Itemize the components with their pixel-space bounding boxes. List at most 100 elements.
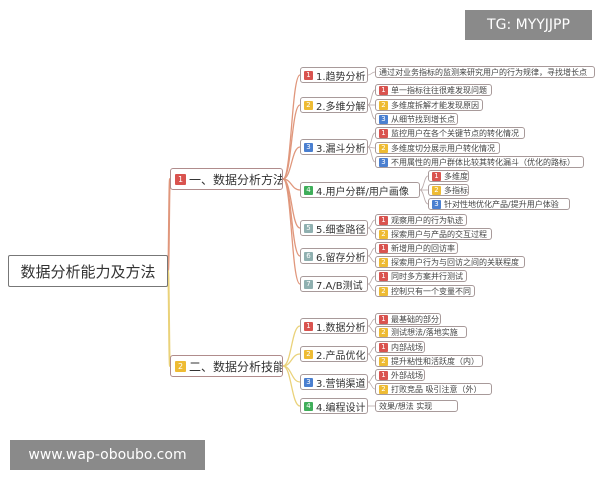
node-label: 多指标 bbox=[444, 185, 468, 195]
connector-line bbox=[282, 104, 301, 180]
number-badge-icon: 2 bbox=[379, 100, 388, 110]
connector-line bbox=[367, 219, 376, 229]
number-badge-icon: 2 bbox=[304, 100, 313, 110]
node-label: 多维度 bbox=[444, 171, 468, 181]
connector-line bbox=[282, 365, 301, 407]
node-label: 2.多维分解 bbox=[316, 101, 366, 113]
node-label: 监控用户在各个关键节点的转化情况 bbox=[391, 128, 519, 138]
number-badge-icon: 1 bbox=[379, 370, 388, 380]
node-label: 7.A/B测试 bbox=[316, 280, 363, 292]
node-label: 5.细查路径 bbox=[316, 224, 366, 236]
node-label: 提升粘性和活跃度（内） bbox=[391, 356, 479, 366]
node-label: 同时多方案并行测试 bbox=[391, 271, 463, 281]
node-label: 控制只有一个变量不同 bbox=[391, 286, 471, 296]
number-badge-icon: 7 bbox=[304, 279, 313, 289]
leaf-node[interactable]: 效果/想法 实现 bbox=[375, 400, 459, 412]
connector-line bbox=[367, 89, 376, 106]
number-badge-icon: 6 bbox=[304, 251, 313, 261]
node-label: 2.产品优化 bbox=[316, 350, 366, 362]
watermark-bottom: www.wap-oboubo.com bbox=[10, 440, 205, 470]
connector-line bbox=[282, 178, 301, 257]
connector-line bbox=[367, 255, 376, 263]
number-badge-icon: 1 bbox=[304, 70, 313, 80]
node-label: 不用属性的用户群体比较其转化漏斗（优化的路标） bbox=[391, 157, 575, 167]
watermark-top: TG: MYYJJPP bbox=[465, 10, 592, 40]
number-badge-icon: 2 bbox=[304, 349, 313, 359]
number-badge-icon: 5 bbox=[304, 223, 313, 233]
node-label: 4.编程设计 bbox=[316, 402, 366, 414]
node-label: 单一指标往往很难发现问题 bbox=[391, 85, 487, 95]
number-badge-icon: 3 bbox=[379, 114, 388, 124]
node-label: 从细节找到增长点 bbox=[391, 114, 455, 124]
connector-line bbox=[367, 275, 376, 285]
connector-line bbox=[282, 178, 301, 285]
number-badge-icon: 1 bbox=[379, 271, 388, 281]
node-label: 一、数据分析方法 bbox=[189, 172, 283, 187]
number-badge-icon: 1 bbox=[379, 314, 388, 324]
leaf-node[interactable]: 通过对业务指标的监测来研究用户的行为规律，寻找增长点 bbox=[375, 66, 595, 78]
node-label: 6.留存分析 bbox=[316, 252, 366, 264]
connector-line bbox=[367, 132, 376, 148]
root-node[interactable]: 数据分析能力及方法 bbox=[8, 255, 168, 287]
number-badge-icon: 3 bbox=[304, 142, 313, 152]
node-label: 针对性地优化产品/提升用户体验 bbox=[444, 199, 559, 209]
connector-line bbox=[367, 247, 376, 257]
node-label: 数据分析能力及方法 bbox=[20, 262, 156, 281]
node-label: 3.营销渠道 bbox=[316, 378, 366, 390]
connector-line bbox=[367, 346, 376, 355]
number-badge-icon: 4 bbox=[304, 401, 313, 411]
node-label: 3.漏斗分析 bbox=[316, 143, 366, 155]
number-badge-icon: 2 bbox=[432, 185, 441, 195]
number-badge-icon: 2 bbox=[379, 286, 388, 296]
number-badge-icon: 1 bbox=[304, 321, 313, 331]
node-label: 多维度拆解才能发现原因 bbox=[391, 100, 479, 110]
node-label: 效果/想法 实现 bbox=[379, 401, 433, 411]
node-label: 打败竞品 吸引注意（外） bbox=[391, 384, 482, 394]
connector-line bbox=[367, 318, 376, 327]
number-badge-icon: 1 bbox=[175, 173, 186, 185]
node-label: 新增用户的回访率 bbox=[391, 243, 455, 253]
number-badge-icon: 3 bbox=[432, 199, 441, 209]
node-label: 内部战场 bbox=[391, 342, 423, 352]
connector-line bbox=[367, 146, 376, 163]
connector-line bbox=[282, 146, 301, 180]
connector-line bbox=[367, 325, 376, 333]
connector-line bbox=[367, 381, 376, 390]
number-badge-icon: 1 bbox=[379, 215, 388, 225]
